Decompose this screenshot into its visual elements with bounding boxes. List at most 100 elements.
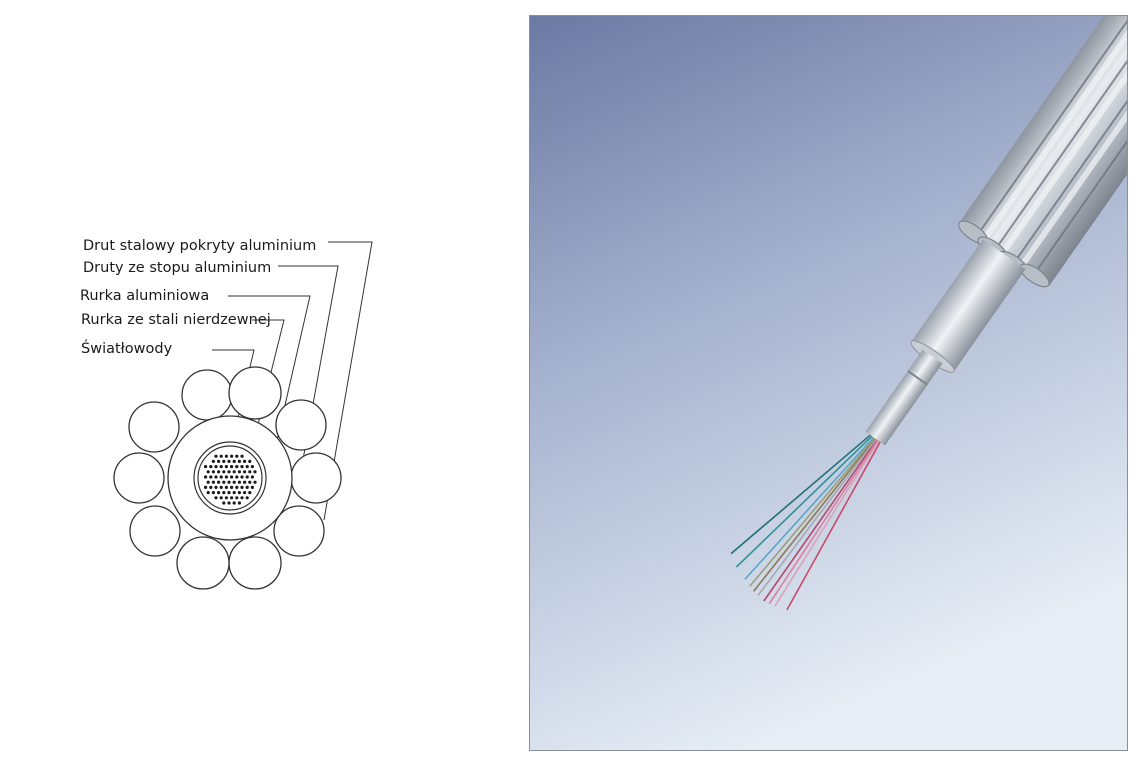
optical-fiber-dot	[238, 501, 241, 504]
optical-fiber-dot	[225, 496, 228, 499]
label-optical-fibers: Światłowody	[81, 339, 173, 357]
optical-fiber-dot	[227, 470, 230, 473]
outer-wire	[129, 402, 179, 452]
optical-fiber-dot	[248, 460, 251, 463]
optical-fiber-dot	[212, 470, 215, 473]
optical-fiber-dot	[207, 491, 210, 494]
optical-fiber-dot	[248, 470, 251, 473]
optical-fiber-dot	[209, 486, 212, 489]
optical-fiber-dot	[225, 465, 228, 468]
cable-photo	[529, 15, 1128, 751]
optical-fiber-dot	[214, 465, 217, 468]
outer-wire	[130, 506, 180, 556]
optical-fiber-dot	[212, 481, 215, 484]
optical-fiber-dot	[251, 475, 254, 478]
outer-wire	[229, 367, 281, 419]
optical-fiber-dot	[230, 475, 233, 478]
optical-fiber-dot	[230, 465, 233, 468]
optical-fiber-dot	[222, 501, 225, 504]
optical-fiber-dot	[220, 465, 223, 468]
optical-fiber-dot	[246, 475, 249, 478]
optical-fiber-dot	[233, 491, 236, 494]
optical-fiber-dot	[238, 491, 241, 494]
optical-fiber-dot	[243, 491, 246, 494]
optical-fiber-dot	[248, 481, 251, 484]
labels: Drut stalowy pokryty aluminium Druty ze …	[80, 238, 316, 357]
optical-fiber-dot	[207, 470, 210, 473]
optical-fiber-dot	[217, 460, 220, 463]
optical-fiber-dot	[235, 486, 238, 489]
optical-fiber-dot	[235, 455, 238, 458]
optical-fiber-dot	[246, 486, 249, 489]
optical-fiber-dot	[214, 455, 217, 458]
optical-fiber-dot	[222, 470, 225, 473]
optical-fiber-dot	[220, 496, 223, 499]
optical-fiber-dot	[240, 475, 243, 478]
optical-fiber-dot	[227, 481, 230, 484]
optical-fiber-dot	[227, 491, 230, 494]
optical-fiber-dot	[220, 475, 223, 478]
optical-fiber-dot	[235, 475, 238, 478]
optical-fiber-dot	[222, 481, 225, 484]
outer-wire	[177, 537, 229, 589]
label-alloy-wires: Druty ze stopu aluminium	[83, 260, 271, 276]
optical-fiber-dot	[209, 465, 212, 468]
optical-fiber-dot	[214, 486, 217, 489]
optical-fiber-dot	[222, 491, 225, 494]
cable-photo-illustration	[530, 16, 1128, 751]
optical-fiber-dot	[233, 460, 236, 463]
outer-wire	[182, 370, 232, 420]
optical-fiber-dot	[233, 501, 236, 504]
label-stainless-tube: Rurka ze stali nierdzewnej	[81, 312, 271, 328]
optical-fiber-dot	[240, 455, 243, 458]
label-steel-wire: Drut stalowy pokryty aluminium	[83, 238, 316, 254]
optical-fiber-dot	[253, 481, 256, 484]
optical-fiber-dot	[227, 460, 230, 463]
optical-fiber-dot	[204, 475, 207, 478]
optical-fiber-dot	[243, 470, 246, 473]
optical-fiber-dot	[235, 465, 238, 468]
optical-fiber-dot	[246, 465, 249, 468]
optical-fiber-dot	[235, 496, 238, 499]
outer-wire	[114, 453, 164, 503]
optical-fiber-dot	[240, 486, 243, 489]
optical-fiber-dot	[217, 470, 220, 473]
label-aluminium-tube: Rurka aluminiowa	[80, 288, 209, 304]
outer-wire	[229, 537, 281, 589]
optical-fiber-dot	[220, 486, 223, 489]
cable-cross-section-diagram: Drut stalowy pokryty aluminium Druty ze …	[0, 0, 520, 766]
optical-fiber-dot	[240, 465, 243, 468]
optical-fiber-dot	[207, 481, 210, 484]
core	[168, 416, 292, 540]
optical-fiber-dot	[230, 455, 233, 458]
optical-fiber-dot	[227, 501, 230, 504]
optical-fiber-dot	[230, 486, 233, 489]
optical-fiber-dot	[251, 465, 254, 468]
optical-fiber-dot	[253, 470, 256, 473]
optical-fiber-dot	[246, 496, 249, 499]
optical-fiber-dot	[214, 496, 217, 499]
optical-fiber-dot	[238, 481, 241, 484]
optical-fiber-dot	[240, 496, 243, 499]
optical-fiber-dot	[248, 491, 251, 494]
optical-fiber-dot	[225, 486, 228, 489]
optical-fiber-dot	[212, 491, 215, 494]
optical-fiber-dot	[217, 491, 220, 494]
optical-fiber-dot	[204, 465, 207, 468]
optical-fiber-dot	[251, 486, 254, 489]
optical-fiber-dot	[230, 496, 233, 499]
optical-fiber-dot	[209, 475, 212, 478]
outer-wire	[291, 453, 341, 503]
optical-fiber-dot	[243, 460, 246, 463]
optical-fiber-dot	[212, 460, 215, 463]
optical-fiber-dot	[238, 470, 241, 473]
optical-fiber-dot	[220, 455, 223, 458]
optical-fiber-dot	[238, 460, 241, 463]
optical-fiber-dot	[222, 460, 225, 463]
optical-fiber-dot	[217, 481, 220, 484]
optical-fiber-dot	[233, 481, 236, 484]
optical-fiber-dot	[243, 481, 246, 484]
optical-fiber-dot	[214, 475, 217, 478]
optical-fiber-dot	[225, 455, 228, 458]
outer-wire	[276, 400, 326, 450]
